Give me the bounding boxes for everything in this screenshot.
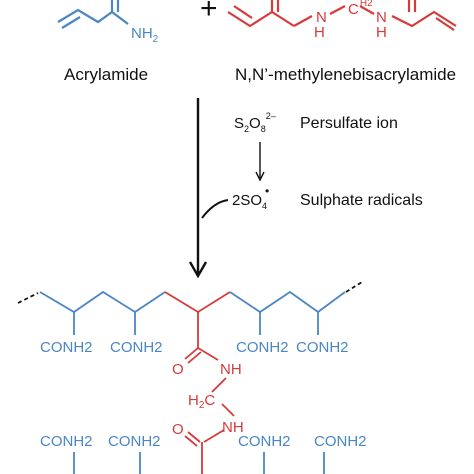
bis-nh-left: H — [314, 24, 325, 41]
bisacrylamide-structure: H N CH2 N H — [227, 0, 457, 41]
bis-n-right: N — [376, 9, 387, 26]
crosslink-nh-top: NH — [220, 361, 242, 378]
persulfate-formula: S2O82– — [234, 111, 276, 134]
plus-sign: + — [200, 0, 218, 25]
crosslink-bridge: O NH H2C NH O — [172, 312, 244, 474]
bottom-amide-group-2: CONH2 — [108, 433, 161, 450]
main-reaction-arrow — [188, 98, 229, 279]
top-amide-group-3: CONH2 — [236, 339, 289, 356]
polymer-top-amide-groups: CONH2 CONH2 CONH2 CONH2 — [40, 339, 349, 356]
polymer-bottom-amide-groups: CONH2 CONH2 CONH2 CONH2 — [40, 433, 367, 474]
crosslink-ch2: H2C — [188, 392, 215, 411]
decomposition-arrow — [255, 142, 265, 182]
top-amide-group-4: CONH2 — [296, 339, 349, 356]
top-amide-group-2: CONH2 — [110, 339, 163, 356]
bis-n-left: N — [316, 9, 327, 26]
acrylamide-label: Acrylamide — [64, 65, 148, 84]
sulphate-radical-formula: 2SO4• — [232, 184, 269, 211]
bottom-amide-group-3: CONH2 — [238, 433, 291, 450]
persulfate-label: Persulfate ion — [300, 115, 398, 132]
bis-nh-right: H — [376, 24, 387, 41]
top-amide-group-1: CONH2 — [40, 339, 93, 356]
acrylamide-amine-group: NH2 — [131, 25, 159, 45]
carbonyl-o-bottom: O — [172, 421, 184, 438]
polymer-top-backbone — [17, 281, 363, 335]
bottom-amide-group-1: CONH2 — [40, 433, 93, 450]
carbonyl-o-top: O — [172, 361, 184, 378]
sulphate-radical-label: Sulphate radicals — [300, 192, 423, 209]
bottom-amide-group-4: CONH2 — [314, 433, 367, 450]
crosslink-nh-bottom: NH — [222, 419, 244, 436]
bis-methylene-c: CH2 — [348, 0, 373, 18]
bisacrylamide-label: N,N’-methylenebisacrylamide — [235, 65, 456, 84]
acrylamide-structure: NH2 — [57, 0, 159, 45]
